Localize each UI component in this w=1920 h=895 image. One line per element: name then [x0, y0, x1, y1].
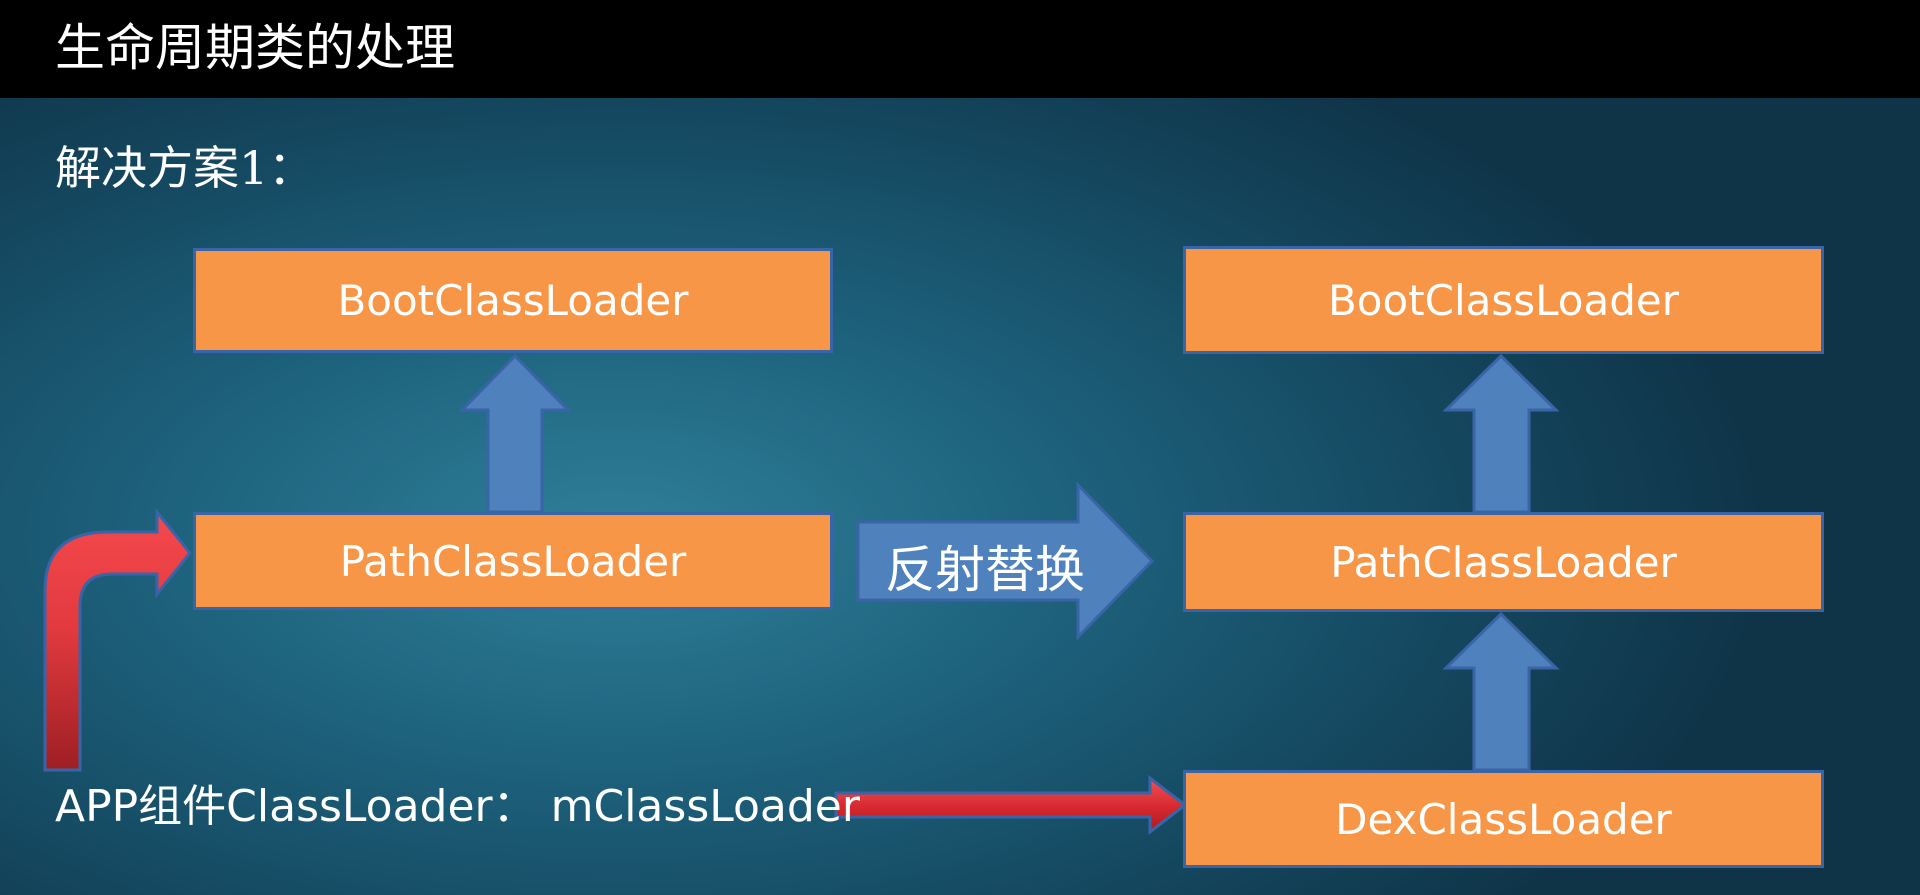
- right-path-classloader-box: PathClassLoader: [1183, 512, 1824, 612]
- left-path-classloader-box: PathClassLoader: [193, 512, 833, 610]
- left-path-classloader-label: PathClassLoader: [339, 536, 687, 586]
- right-up-arrow-2: [1442, 611, 1560, 772]
- right-up-arrow-1: [1442, 353, 1560, 514]
- left-boot-classloader-box: BootClassLoader: [193, 248, 833, 353]
- right-dex-classloader-box: DexClassLoader: [1183, 770, 1824, 868]
- title-bar: 生命周期类的处理: [0, 0, 1920, 98]
- right-dex-classloader-label: DexClassLoader: [1335, 794, 1672, 844]
- right-boot-classloader-label: BootClassLoader: [1327, 275, 1680, 325]
- slide-subtitle: 解决方案1：: [55, 141, 315, 195]
- left-boot-classloader-label: BootClassLoader: [337, 276, 689, 325]
- reflect-arrow: [856, 481, 1155, 641]
- right-path-classloader-label: PathClassLoader: [1330, 537, 1677, 587]
- left-up-arrow: [458, 353, 572, 514]
- reflect-arrow-label: 反射替换: [885, 541, 1085, 599]
- app-component-label: APP组件ClassLoader： mClassLoader: [55, 781, 860, 832]
- right-boot-classloader-box: BootClassLoader: [1183, 246, 1824, 354]
- app-curve-arrow: [43, 507, 192, 772]
- slide-title: 生命周期类的处理: [55, 19, 455, 77]
- app-straight-arrow: [834, 774, 1188, 836]
